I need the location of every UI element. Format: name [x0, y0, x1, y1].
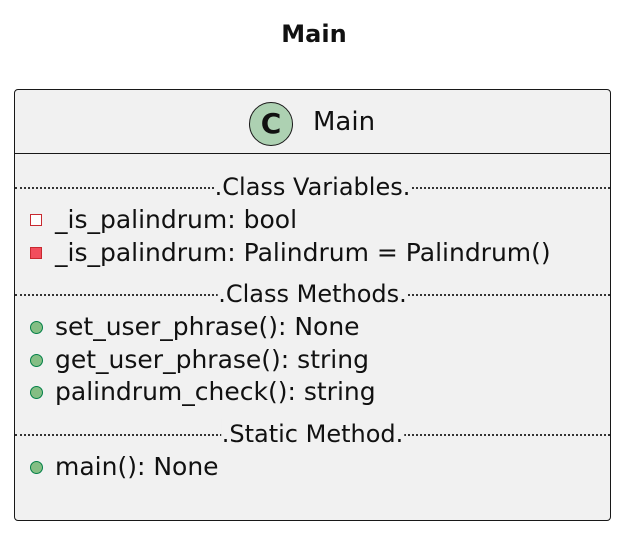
- public-method-icon: [30, 321, 43, 334]
- class-member: palindrum_check(): string: [15, 376, 610, 408]
- class-header: C Main: [15, 90, 610, 154]
- member-text: palindrum_check(): string: [55, 377, 376, 406]
- class-member: get_user_phrase(): string: [15, 344, 610, 376]
- section-separator-class-variables: .Class Variables.: [15, 172, 610, 202]
- class-member: _is_palindrum: bool: [15, 204, 610, 236]
- member-text: _is_palindrum: bool: [55, 205, 298, 234]
- section-label: .Class Methods.: [217, 279, 408, 309]
- class-member: set_user_phrase(): None: [15, 311, 610, 343]
- public-method-icon: [30, 354, 43, 367]
- section-label: .Class Variables.: [213, 172, 412, 202]
- section-label: .Static Method.: [220, 419, 405, 449]
- member-text: main(): None: [55, 452, 219, 481]
- member-text: _is_palindrum: Palindrum = Palindrum(): [55, 238, 551, 267]
- class-box-main[interactable]: C Main .Class Variables. _is_palindrum: …: [14, 89, 611, 521]
- public-method-icon: [30, 461, 43, 474]
- diagram-title: Main: [281, 20, 347, 48]
- section-separator-static-method: .Static Method.: [15, 419, 610, 449]
- private-method-icon: [30, 247, 42, 259]
- private-field-icon: [30, 214, 42, 226]
- member-text: set_user_phrase(): None: [55, 312, 360, 341]
- class-member: _is_palindrum: Palindrum = Palindrum(): [15, 237, 610, 269]
- class-name: Main: [313, 107, 376, 137]
- class-c-icon: C: [249, 102, 293, 146]
- member-text: get_user_phrase(): string: [55, 345, 369, 374]
- public-method-icon: [30, 386, 43, 399]
- class-member: main(): None: [15, 451, 610, 483]
- section-separator-class-methods: .Class Methods.: [15, 279, 610, 309]
